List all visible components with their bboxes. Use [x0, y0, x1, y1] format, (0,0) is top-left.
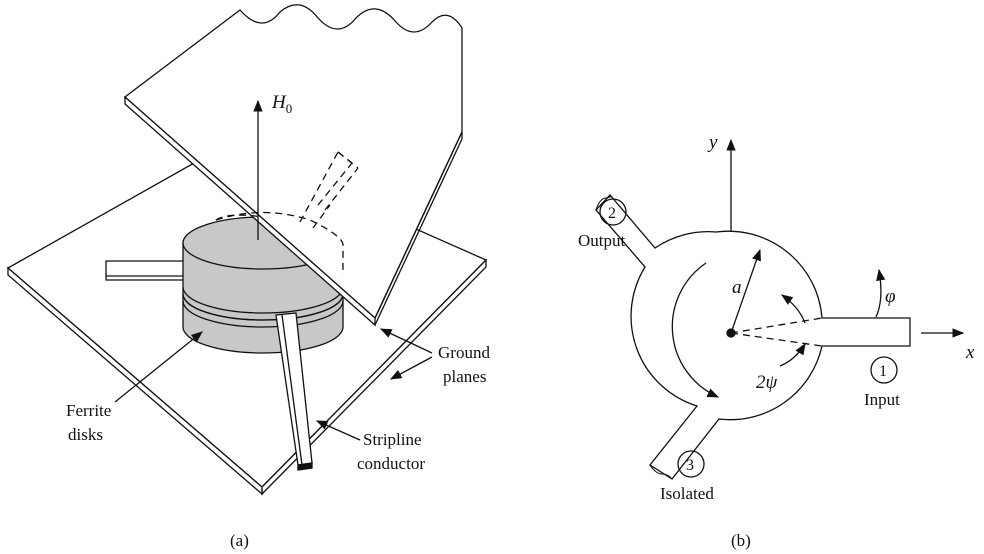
ferrite-label-line1: Ferrite [66, 401, 111, 420]
ground-planes-leader-bottom [389, 356, 433, 380]
diagram-a [6, 4, 488, 496]
port3-circle [677, 450, 705, 478]
radius-line [730, 248, 761, 334]
port1-circle [870, 356, 898, 384]
y-axis-label: y [707, 132, 718, 153]
dashed-edge-top [730, 317, 823, 334]
port2-circle [599, 198, 627, 226]
front-stripline-arm [275, 312, 313, 471]
x-axis-label: x [965, 342, 975, 363]
caption-a: (a) [230, 531, 249, 550]
diagram-b [595, 138, 965, 480]
stripline-leader [315, 420, 361, 441]
left-stripline-arm [105, 260, 187, 281]
ferrite-label-line2: disks [68, 425, 103, 444]
field-label: H0 [271, 92, 292, 116]
phi-arc [875, 268, 886, 318]
circulation-arrow [671, 262, 720, 398]
psi-label: 2ψ [756, 372, 779, 393]
ground-planes-label-line1: Ground [438, 343, 490, 362]
top-ground-plane [123, 4, 463, 327]
port1-label: Input [864, 390, 900, 409]
psi-angle-top [781, 294, 806, 324]
stripline-label-line1: Stripline [363, 430, 422, 449]
junction-outline [595, 194, 911, 480]
caption-b: (b) [731, 531, 751, 550]
dashed-edge-bottom [730, 332, 823, 347]
port3-label: Isolated [660, 484, 714, 503]
port2-number: 2 [608, 205, 616, 222]
stripline-label-line2: conductor [357, 454, 425, 473]
ground-planes-leader-top [379, 328, 433, 354]
radius-label: a [732, 277, 742, 298]
port3-number: 3 [686, 457, 694, 474]
psi-angle-bottom [779, 343, 806, 367]
port2-label: Output [578, 231, 626, 250]
phi-label: φ [885, 286, 896, 307]
port1-number: 1 [879, 363, 887, 380]
ground-planes-label-line2: planes [443, 367, 486, 386]
hidden-edges [215, 151, 359, 275]
ferrite-leader [114, 331, 203, 403]
